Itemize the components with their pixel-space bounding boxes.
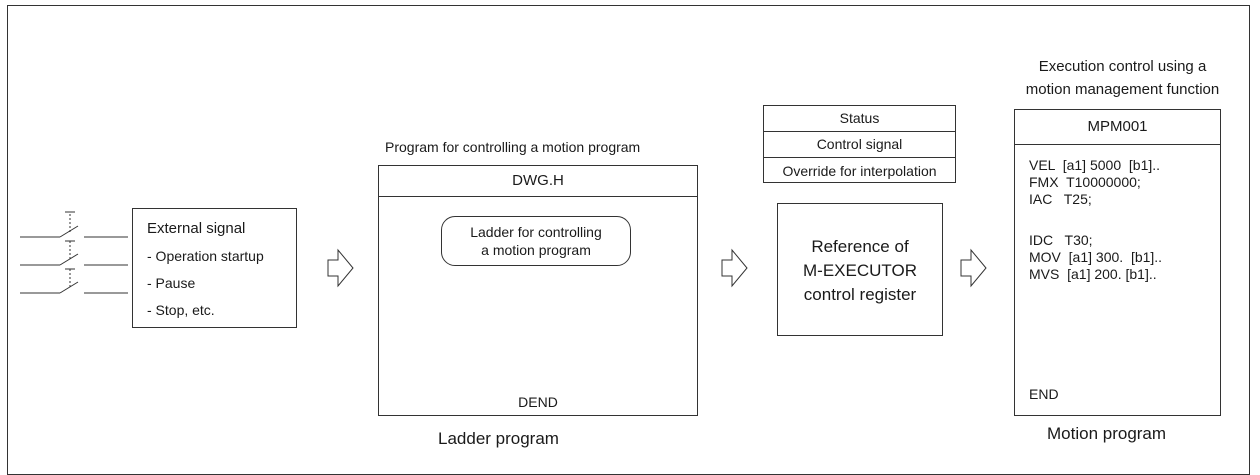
motion-code-mov: MOV [a1] 300. [b1].. [1029, 249, 1163, 265]
motion-caption-top-line2: motion management function [1025, 81, 1220, 98]
switch-contact-2 [20, 240, 128, 266]
ladder-end-label: DEND [518, 394, 558, 410]
motion-caption-top: Execution control using a motion managem… [995, 55, 1250, 101]
external-signal-title: External signal [147, 220, 246, 237]
motion-header: MPM001 [1015, 110, 1220, 145]
ladder-program-box: DWG.H Ladder for controlling a motion pr… [378, 165, 698, 416]
external-signal-item-stop: - Stop, etc. [147, 302, 215, 318]
reference-line1: Reference of [811, 237, 909, 256]
ladder-header: DWG.H [379, 166, 697, 197]
arrow-2 [721, 248, 748, 288]
motion-code-idc: IDC T30; [1029, 232, 1093, 248]
reference-line3: control register [803, 285, 917, 304]
external-signal-item-pause: - Pause [147, 275, 196, 291]
motion-code-vel: VEL [a1] 5000 [b1].. [1029, 157, 1161, 173]
motion-end-label: END [1029, 386, 1059, 402]
register-row-override: Override for interpolation [782, 163, 937, 179]
ladder-caption-top: Program for controlling a motion program [385, 139, 641, 155]
register-row-status: Status [764, 106, 955, 132]
arrow-1 [327, 248, 354, 288]
reference-box: Reference of M-EXECUTOR control register [777, 203, 943, 336]
motion-caption-bottom: Motion program [1047, 424, 1167, 443]
ladder-bubble-line1: Ladder for controlling [470, 224, 602, 240]
motion-code-fmx: FMX T10000000; [1029, 174, 1141, 190]
external-signal-box: External signal - Operation startup - Pa… [132, 208, 297, 328]
motion-code-mvs: MVS [a1] 200. [b1].. [1029, 266, 1157, 282]
motion-program-box: MPM001 VEL [a1] 5000 [b1].. FMX T1000000… [1014, 109, 1221, 416]
arrow-3 [960, 248, 987, 288]
switch-contact-1 [20, 211, 128, 238]
ladder-bubble: Ladder for controlling a motion program [441, 216, 631, 266]
motion-code-iac: IAC T25; [1029, 191, 1092, 207]
register-row-control-signal: Control signal [764, 132, 955, 158]
motion-caption-top-line1: Execution control using a [1038, 58, 1207, 75]
ladder-bubble-line2: a motion program [481, 242, 591, 258]
external-signal-item-startup: - Operation startup [147, 248, 264, 264]
register-table: Status Control signal Override for inter… [763, 105, 956, 183]
reference-line2: M-EXECUTOR [803, 261, 917, 280]
switch-contact-3 [20, 268, 128, 294]
ladder-caption-bottom: Ladder program [438, 429, 559, 448]
